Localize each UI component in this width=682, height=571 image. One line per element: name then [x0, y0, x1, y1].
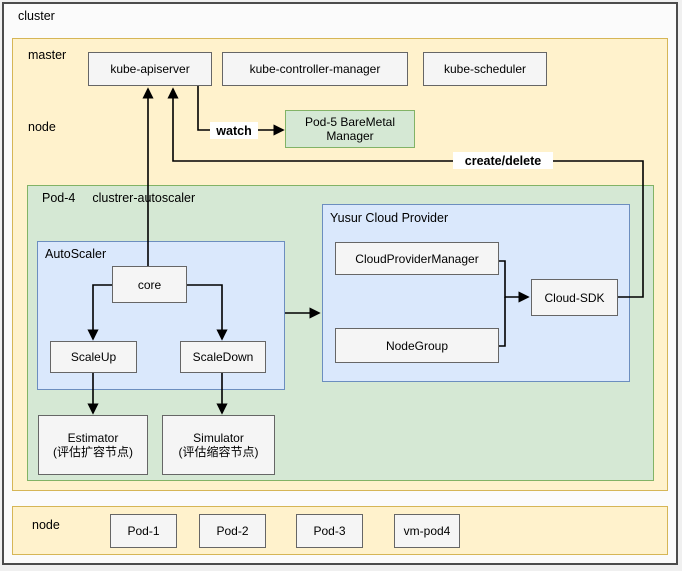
cloud-sdk-label: Cloud-SDK [544, 290, 605, 305]
pod3-label: Pod-3 [313, 524, 346, 538]
cloudprovidermanager-label: CloudProviderManager [355, 251, 479, 266]
kube-scheduler-node: kube-scheduler [423, 52, 547, 86]
core-label: core [137, 277, 162, 292]
vm-pod4-label: vm-pod4 [403, 524, 451, 538]
autoscaler-zone-title: AutoScaler [45, 247, 107, 261]
create-delete-edge-label: create/delete [453, 152, 553, 169]
pod2-node: Pod-2 [199, 514, 266, 548]
kube-apiserver-node: kube-apiserver [88, 52, 212, 86]
kube-scheduler-label: kube-scheduler [443, 62, 527, 76]
scaledown-label: ScaleDown [192, 350, 254, 364]
pod5-baremetal-manager-node: Pod-5 BareMetal Manager [285, 110, 415, 148]
estimator-label-line2: (评估扩容节点) [53, 445, 133, 459]
kube-controller-manager-label: kube-controller-manager [249, 62, 381, 76]
pod1-label: Pod-1 [127, 524, 160, 538]
pod4-id-label: Pod-4 [42, 191, 76, 205]
nodegroup-node: NodeGroup [335, 328, 499, 363]
pod4-zone-title: Pod-4 clustrer-autoscaler [42, 191, 195, 206]
pod4-name-label: clustrer-autoscaler [92, 191, 196, 205]
master-zone-label: master [28, 48, 67, 62]
scaleup-label: ScaleUp [70, 350, 117, 364]
core-node: core [112, 266, 187, 303]
pod5-label-line2: Manager [326, 129, 374, 143]
node-zone-label: node [28, 120, 56, 134]
cluster-label: cluster [18, 9, 55, 23]
simulator-node: Simulator (评估缩容节点) [162, 415, 275, 475]
simulator-label-line1: Simulator [193, 431, 244, 445]
yusur-cloud-provider-title: Yusur Cloud Provider [330, 211, 449, 225]
nodegroup-label: NodeGroup [385, 338, 449, 353]
kube-controller-manager-node: kube-controller-manager [222, 52, 408, 86]
estimator-node: Estimator (评估扩容节点) [38, 415, 148, 475]
scaledown-node: ScaleDown [180, 341, 266, 373]
estimator-label-line1: Estimator [67, 431, 119, 445]
pod5-label-line1: Pod-5 BareMetal [304, 115, 396, 129]
vm-pod4-node: vm-pod4 [394, 514, 460, 548]
cloudprovidermanager-node: CloudProviderManager [335, 242, 499, 275]
bottom-node-zone-label: node [32, 518, 60, 532]
scaleup-node: ScaleUp [50, 341, 137, 373]
kube-apiserver-label: kube-apiserver [110, 62, 190, 76]
simulator-label-line2: (评估缩容节点) [178, 445, 259, 459]
cloud-sdk-node: Cloud-SDK [531, 279, 618, 316]
pod3-node: Pod-3 [296, 514, 363, 548]
pod1-node: Pod-1 [110, 514, 177, 548]
watch-edge-label: watch [210, 122, 258, 139]
pod2-label: Pod-2 [216, 524, 249, 538]
